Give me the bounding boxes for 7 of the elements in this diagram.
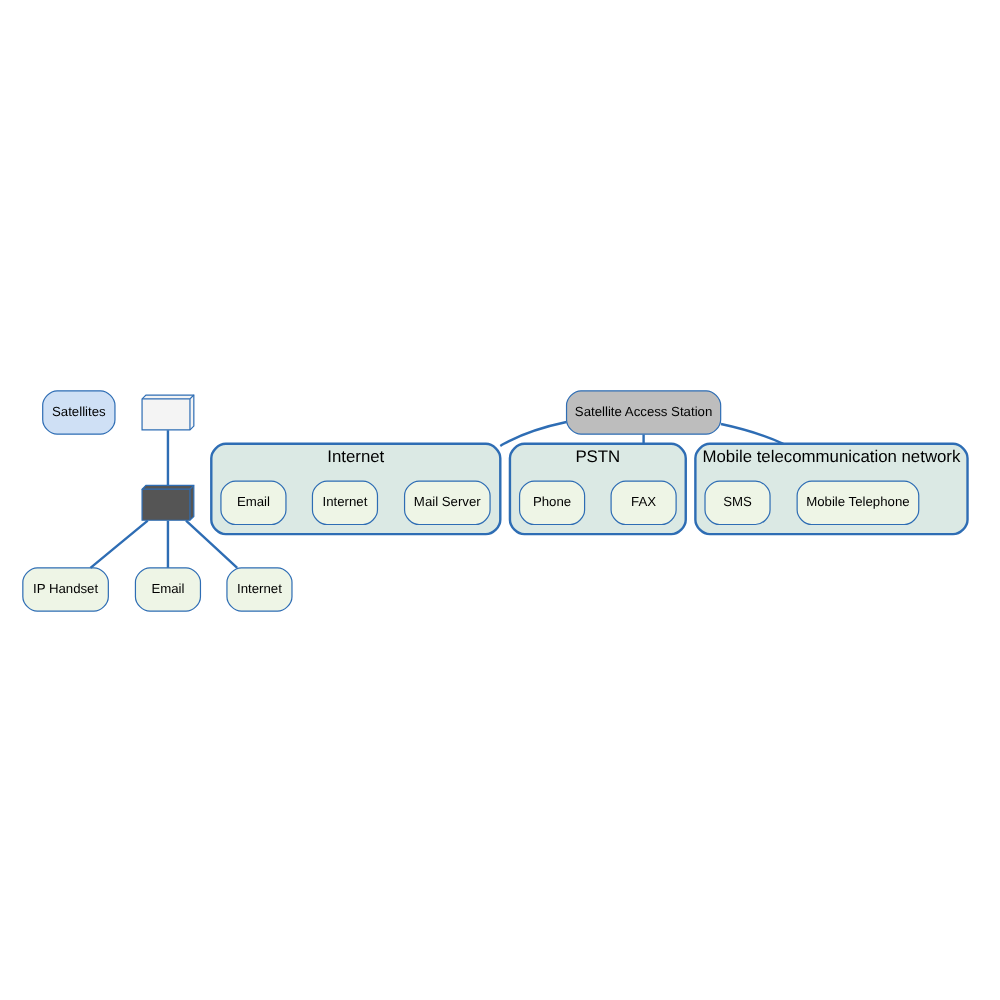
connector bbox=[642, 433, 645, 443]
connector bbox=[89, 518, 149, 568]
connector bbox=[720, 421, 784, 444]
connector bbox=[499, 419, 567, 446]
connector bbox=[185, 518, 239, 568]
connector bbox=[166, 519, 170, 567]
connector bbox=[166, 429, 170, 485]
